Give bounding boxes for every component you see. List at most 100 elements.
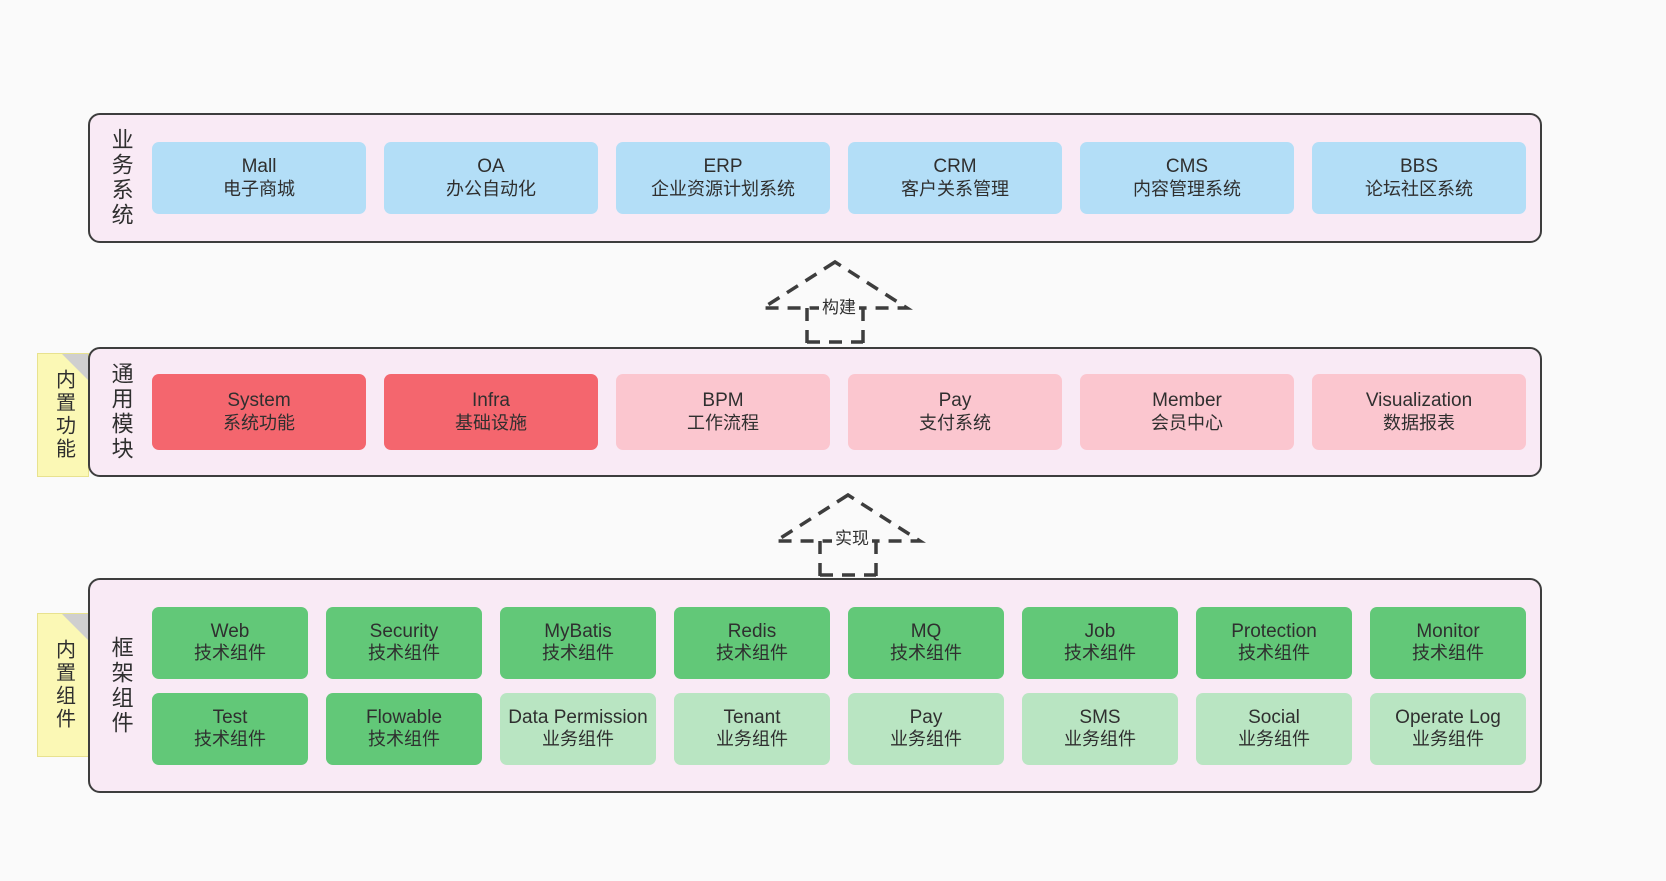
component-name-cn: 技术组件 <box>194 643 266 664</box>
layer-business-system: 业务系统 Mall 电子商城 OA 办公自动化 ERP 企业资源计划系统 CRM… <box>88 113 1542 243</box>
module-name-en: Mall <box>241 156 277 178</box>
component-card-security[interactable]: Security 技术组件 <box>326 606 482 679</box>
component-name-en: Test <box>212 706 248 728</box>
component-name-en: MQ <box>910 620 942 642</box>
module-card-erp[interactable]: ERP 企业资源计划系统 <box>616 142 830 214</box>
component-card-flowable[interactable]: Flowable 技术组件 <box>326 692 482 765</box>
component-card-monitor[interactable]: Monitor 技术组件 <box>1370 606 1526 679</box>
layer-row: System 系统功能 Infra 基础设施 BPM 工作流程 Pay 支付系统… <box>152 374 1526 450</box>
component-card-job[interactable]: Job 技术组件 <box>1022 606 1178 679</box>
module-name-cn: 工作流程 <box>687 412 759 433</box>
module-name-en: OA <box>477 156 505 178</box>
module-name-cn: 系统功能 <box>223 412 295 433</box>
arrow-label-implement: 实现 <box>832 524 872 549</box>
module-card-mall[interactable]: Mall 电子商城 <box>152 142 366 214</box>
module-card-system[interactable]: System 系统功能 <box>152 374 366 450</box>
module-name-en: CRM <box>933 156 977 178</box>
module-name-cn: 基础设施 <box>455 412 527 433</box>
component-name-en: Redis <box>727 620 777 642</box>
component-name-en: Job <box>1084 620 1116 642</box>
layer-title-framework: 框架组件 <box>108 635 134 736</box>
component-card-pay[interactable]: Pay 业务组件 <box>848 692 1004 765</box>
component-name-en: Pay <box>909 706 943 728</box>
module-card-crm[interactable]: CRM 客户关系管理 <box>848 142 1062 214</box>
note-builtin-function: 内置功能 <box>37 353 89 477</box>
component-card-web[interactable]: Web 技术组件 <box>152 606 308 679</box>
layer-body-business: Mall 电子商城 OA 办公自动化 ERP 企业资源计划系统 CRM 客户关系… <box>138 127 1526 229</box>
layer-framework-component: 框架组件 Web 技术组件 Security 技术组件 MyBatis 技术组件… <box>88 578 1542 793</box>
component-name-cn: 业务组件 <box>1412 729 1484 750</box>
note-fold-icon <box>62 614 88 640</box>
component-name-cn: 技术组件 <box>1064 643 1136 664</box>
component-card-tenant[interactable]: Tenant 业务组件 <box>674 692 830 765</box>
module-name-en: Member <box>1152 390 1222 412</box>
layer-row: Web 技术组件 Security 技术组件 MyBatis 技术组件 Redi… <box>152 606 1526 679</box>
module-name-cn: 办公自动化 <box>446 178 536 199</box>
module-name-en: Visualization <box>1365 390 1473 412</box>
component-card-data-permission[interactable]: Data Permission 业务组件 <box>500 692 656 765</box>
layer-common-module: 通用模块 System 系统功能 Infra 基础设施 BPM 工作流程 Pay… <box>88 347 1542 477</box>
note-fold-icon <box>62 354 88 380</box>
component-name-cn: 业务组件 <box>1238 729 1310 750</box>
component-name-en: Security <box>369 620 439 642</box>
module-name-en: BPM <box>702 390 744 412</box>
component-name-cn: 技术组件 <box>1412 643 1484 664</box>
note-label: 内置组件 <box>52 639 75 731</box>
module-card-cms[interactable]: CMS 内容管理系统 <box>1080 142 1294 214</box>
component-name-en: Flowable <box>365 706 443 728</box>
module-name-en: ERP <box>703 156 743 178</box>
module-card-pay[interactable]: Pay 支付系统 <box>848 374 1062 450</box>
module-name-en: System <box>227 390 291 412</box>
component-card-protection[interactable]: Protection 技术组件 <box>1196 606 1352 679</box>
component-name-en: Operate Log <box>1395 706 1501 728</box>
component-name-en: Tenant <box>723 706 781 728</box>
component-name-en: Web <box>210 620 250 642</box>
component-card-mybatis[interactable]: MyBatis 技术组件 <box>500 606 656 679</box>
component-name-en: SMS <box>1079 706 1121 728</box>
component-name-en: MyBatis <box>544 620 612 642</box>
module-name-cn: 会员中心 <box>1151 412 1223 433</box>
module-card-member[interactable]: Member 会员中心 <box>1080 374 1294 450</box>
component-card-mq[interactable]: MQ 技术组件 <box>848 606 1004 679</box>
component-card-test[interactable]: Test 技术组件 <box>152 692 308 765</box>
note-label: 内置功能 <box>52 369 75 461</box>
component-name-cn: 技术组件 <box>194 729 266 750</box>
layer-body-common: System 系统功能 Infra 基础设施 BPM 工作流程 Pay 支付系统… <box>138 361 1526 463</box>
layer-body-framework: Web 技术组件 Security 技术组件 MyBatis 技术组件 Redi… <box>138 592 1526 779</box>
component-name-cn: 业务组件 <box>542 729 614 750</box>
component-card-sms[interactable]: SMS 业务组件 <box>1022 692 1178 765</box>
module-name-cn: 企业资源计划系统 <box>651 178 795 199</box>
module-card-bpm[interactable]: BPM 工作流程 <box>616 374 830 450</box>
component-card-redis[interactable]: Redis 技术组件 <box>674 606 830 679</box>
layer-row: Mall 电子商城 OA 办公自动化 ERP 企业资源计划系统 CRM 客户关系… <box>152 142 1526 214</box>
component-name-en: Data Permission <box>508 706 648 728</box>
module-name-cn: 客户关系管理 <box>901 178 1009 199</box>
module-name-en: Pay <box>938 390 972 412</box>
module-card-bbs[interactable]: BBS 论坛社区系统 <box>1312 142 1526 214</box>
component-card-operate-log[interactable]: Operate Log 业务组件 <box>1370 692 1526 765</box>
component-name-cn: 技术组件 <box>1238 643 1310 664</box>
note-builtin-component: 内置组件 <box>37 613 89 757</box>
module-name-cn: 论坛社区系统 <box>1365 178 1473 199</box>
component-name-cn: 技术组件 <box>542 643 614 664</box>
layer-title-common: 通用模块 <box>108 362 134 462</box>
layer-row: Test 技术组件 Flowable 技术组件 Data Permission … <box>152 692 1526 765</box>
module-name-en: BBS <box>1399 156 1439 178</box>
module-name-cn: 内容管理系统 <box>1133 178 1241 199</box>
component-name-en: Protection <box>1231 620 1317 642</box>
component-name-cn: 业务组件 <box>890 729 962 750</box>
component-name-en: Social <box>1248 706 1300 728</box>
component-name-cn: 技术组件 <box>716 643 788 664</box>
component-name-cn: 技术组件 <box>890 643 962 664</box>
component-name-cn: 技术组件 <box>368 643 440 664</box>
layer-title-business: 业务系统 <box>108 128 134 228</box>
module-name-cn: 电子商城 <box>223 178 295 199</box>
component-name-en: Monitor <box>1416 620 1480 642</box>
module-name-cn: 数据报表 <box>1383 412 1455 433</box>
module-card-infra[interactable]: Infra 基础设施 <box>384 374 598 450</box>
module-card-visualization[interactable]: Visualization 数据报表 <box>1312 374 1526 450</box>
module-card-oa[interactable]: OA 办公自动化 <box>384 142 598 214</box>
component-name-cn: 业务组件 <box>716 729 788 750</box>
component-card-social[interactable]: Social 业务组件 <box>1196 692 1352 765</box>
